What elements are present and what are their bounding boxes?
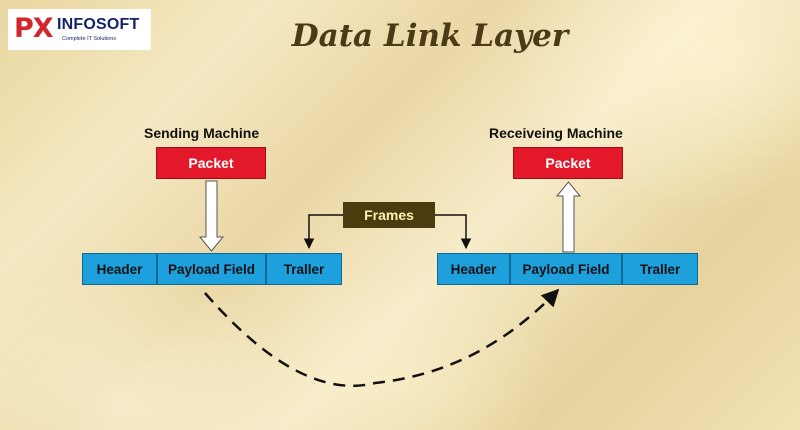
receiving-packet: Packet [514, 148, 622, 178]
receiving-frame: Header Payload Field Traller [437, 253, 698, 285]
down-hollow-arrow [198, 180, 225, 252]
sending-machine-label: Sending Machine [144, 125, 260, 141]
sending-trailer-cell: Traller [266, 253, 342, 285]
up-hollow-arrow [555, 181, 582, 253]
sending-payload-cell: Payload Field [157, 253, 266, 285]
receiving-header-cell: Header [437, 253, 510, 285]
sending-frame: Header Payload Field Traller [82, 253, 342, 285]
frames-left-connector [303, 214, 343, 250]
sending-packet: Packet [157, 148, 265, 178]
transmission-dashed-arrow [204, 288, 560, 388]
logo-mark: PX [14, 13, 54, 44]
logo-tagline: Complete IT Solutions [62, 36, 117, 42]
frames-label: Frames [343, 202, 435, 228]
receiving-machine-label: Receiveing Machine [489, 125, 623, 141]
page-title: Data Link Layer [291, 18, 569, 54]
frames-right-connector [435, 214, 472, 250]
receiving-payload-cell: Payload Field [510, 253, 622, 285]
company-logo: PX INFOSOFT Complete IT Solutions [8, 9, 151, 50]
sending-header-cell: Header [82, 253, 157, 285]
receiving-trailer-cell: Traller [622, 253, 698, 285]
logo-name: INFOSOFT [57, 16, 140, 33]
